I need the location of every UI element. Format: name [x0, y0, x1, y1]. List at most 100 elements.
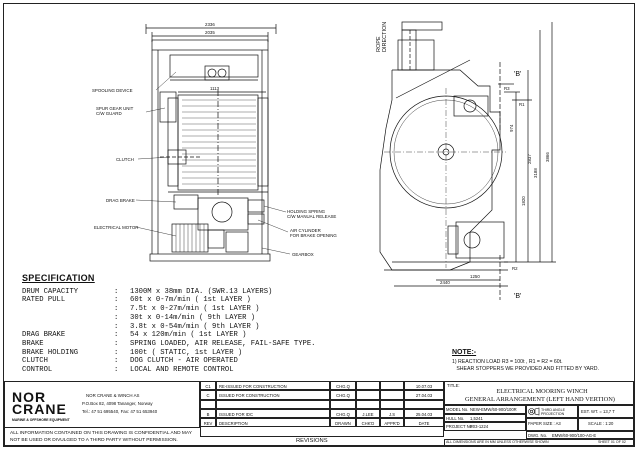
- project-label: PROJECT No.: [446, 424, 474, 429]
- revision-cell-approved: APPR'D: [380, 418, 404, 428]
- section-b-bottom: 'B': [514, 293, 521, 300]
- note-block: NOTE:- 1) REACTION LOAD R3 = 100t , R1 =…: [452, 349, 627, 372]
- revision-cell-desc: DESCRIPTION: [216, 418, 330, 428]
- specification-block: SPECIFICATION DRUM CAPACITY: 1300M x 38mm…: [22, 274, 352, 375]
- revision-cell-date: 27.04.03: [404, 390, 444, 400]
- specification-title: SPECIFICATION: [22, 273, 95, 283]
- note-line-1: 1) REACTION LOAD R3 = 100t , R1 = R2 = 6…: [452, 359, 563, 366]
- projection-label: THIRD ANGLE PROJECTION: [541, 408, 565, 416]
- spec-label: RATED PULL: [22, 296, 66, 305]
- spec-row: CONTROL:LOCAL AND REMOTE CONTROL: [22, 366, 352, 375]
- revision-cell-drawn: CHG.Q: [330, 408, 356, 419]
- spec-value: 54 x 120m/min ( 1st LAYER ): [130, 331, 247, 340]
- spec-value: LOCAL AND REMOTE CONTROL: [130, 366, 234, 375]
- dwg-value: EMW/60-900/100-AG-E: [552, 433, 597, 438]
- project-cell: [444, 422, 526, 431]
- dim-3188: 3188: [533, 168, 538, 178]
- hull-cell: [444, 414, 526, 422]
- bottom-strip: [444, 439, 634, 446]
- title-block: NOR CRANE MARINE & OFFSHORE EQUIPMENT NO…: [4, 381, 634, 446]
- revision-cell-rev: C: [200, 390, 216, 400]
- spec-row: : 7.5t x 0-27m/min ( 1st LAYER ): [22, 305, 352, 314]
- dim-2837: 2837: [527, 154, 532, 164]
- title-line-2: GENERAL ARRANGEMENT (LEFT HAND VERTION): [465, 396, 615, 403]
- spec-label: [22, 323, 114, 332]
- revision-cell-rev: [200, 399, 216, 409]
- scale-cell: [578, 418, 634, 431]
- dim-3866: 3866: [545, 152, 550, 162]
- revision-cell-checked: CHK'D: [356, 418, 380, 428]
- revision-cell-approved: [380, 390, 404, 400]
- logo-line-2: CRANE: [12, 401, 67, 417]
- specification-rows: DRUM CAPACITY: 1300M x 38mm DIA. (SWR.13 …: [22, 288, 352, 375]
- label-rope-direction: ROPE DIRECTION: [376, 22, 388, 52]
- projection-cell: [526, 405, 578, 418]
- dim-1113: 1113: [210, 86, 220, 91]
- note-title: NOTE:-: [452, 349, 477, 356]
- scale: SCALE : 1:20: [588, 421, 614, 426]
- label-r1: R1: [519, 102, 525, 107]
- spec-row: CLUTCH:DOG CLUTCH - AIR OPERATED: [22, 357, 352, 366]
- revision-cell-checked: [356, 381, 380, 391]
- dim-2440: 2440: [440, 280, 450, 285]
- spec-value: SPRING LOADED, AIR RELEASE, FAIL-SAFE TY…: [130, 339, 316, 348]
- hull-value: 1,5241: [470, 416, 483, 421]
- spec-colon: :: [114, 331, 119, 340]
- revision-cell-desc: RE-ISSUED FOR CONSTRUCTION: [216, 381, 330, 391]
- projection-symbol-icon: [528, 407, 540, 416]
- revision-cell-date: DATE: [404, 418, 444, 428]
- spec-row: :3.8t x 0-54m/min ( 9th LAYER ): [22, 323, 352, 332]
- spec-value: 7.5t x 0-27m/min ( 1st LAYER ): [130, 305, 260, 314]
- est-weight: EST. WT. = 13,7 T: [581, 409, 615, 414]
- dim-2035: 2035: [205, 30, 215, 35]
- revision-cell-drawn: [330, 399, 356, 409]
- revision-cell-drawn: CHG.Q: [330, 381, 356, 391]
- sheet-label: SHEET 01 OF 02: [598, 440, 626, 444]
- spec-colon: :: [114, 322, 119, 331]
- spec-value: 1300M x 38mm DIA. (SWR.13 LAYERS): [130, 287, 273, 296]
- revision-cell-drawn: CHG.Q: [330, 390, 356, 400]
- confidential-line-2: NOT BE USED OR DIVULGED TO A THIRD PARTY…: [10, 438, 178, 443]
- spec-value: 100t ( STATIC, 1st LAYER ): [130, 348, 243, 357]
- spec-row: BRAKE:SPRING LOADED, AIR RELEASE, FAIL-S…: [22, 340, 352, 349]
- revision-cell-approved: J.S: [380, 408, 404, 419]
- spec-colon: :: [114, 305, 119, 314]
- company-address: P.O.Box 82, 4098 Tananger, Norway: [82, 401, 153, 406]
- revision-cell-rev: C1: [200, 381, 216, 391]
- dim-2336: 2336: [205, 22, 215, 27]
- revision-cell-checked: J.LEE: [356, 408, 380, 419]
- label-drag-brake: DRAG BRAKE: [106, 198, 135, 203]
- spur-gear-line-2: C/W GUARD: [96, 111, 122, 116]
- revision-cell-desc: [216, 399, 330, 409]
- model-label: MODEL No.: [446, 407, 469, 412]
- front-elevation: [135, 24, 291, 262]
- spec-label: [22, 305, 114, 314]
- spec-value: 30t x 0-14m/min ( 9th LAYER ): [130, 313, 256, 322]
- logo-line-1: NOR: [12, 389, 47, 405]
- spec-label: BRAKE HOLDING: [22, 348, 79, 357]
- spec-colon: :: [114, 296, 119, 305]
- revision-cell-date: 25.04.03: [404, 408, 444, 419]
- label-r3: R3: [504, 86, 510, 91]
- revision-cell-drawn: DRAWN: [330, 418, 356, 428]
- spec-label: CONTROL: [22, 366, 53, 375]
- weight-cell: [578, 405, 634, 418]
- spec-label: DRUM CAPACITY: [22, 287, 79, 296]
- spec-row: DRUM CAPACITY:1300M x 38mm DIA. (SWR.13 …: [22, 288, 352, 297]
- spec-value: DOG CLUTCH - AIR OPERATED: [130, 357, 238, 366]
- paper-size: PAPER SIZE : A3: [528, 421, 561, 426]
- project-value: P03-1224: [470, 424, 489, 429]
- label-spur-gear-unit: SPUR GEAR UNIT C/W GUARD: [96, 106, 134, 116]
- company-phone: Tel.: 47 51 695540, Fax: 47 51 653940: [82, 409, 158, 414]
- revision-cell-rev: REV: [200, 418, 216, 428]
- side-elevation: [379, 21, 556, 300]
- spec-label: CLUTCH: [22, 357, 48, 366]
- spec-row: BRAKE HOLDING:100t ( STATIC, 1st LAYER ): [22, 349, 352, 358]
- model-value: NEW-EMW/60-900/100R: [470, 407, 517, 412]
- logo-subtitle: MARINE & OFFSHORE EQUIPMENT: [12, 418, 70, 422]
- label-gearbox: GEARBOX: [292, 252, 314, 257]
- revision-cell-desc: ISSUED FOR IDC: [216, 408, 330, 419]
- revision-cell-date: 10.07.03: [404, 381, 444, 391]
- spur-gear-line-1: SPUR GEAR UNIT: [96, 106, 134, 111]
